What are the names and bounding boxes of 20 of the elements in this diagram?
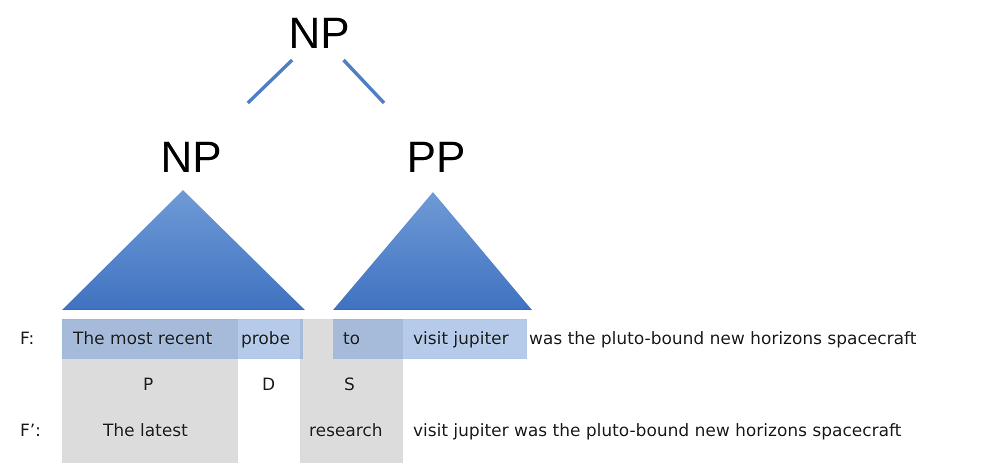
category-label: NP: [158, 136, 224, 180]
category-label: NP: [288, 12, 350, 56]
row-label: F’:: [20, 420, 41, 442]
tree-branch-line: [342, 58, 386, 104]
subtree-triangle: [62, 190, 305, 310]
phrase-text: was the pluto-bound new horizons spacecraft: [529, 328, 916, 350]
category-label: PP: [404, 136, 468, 180]
tag-label: P: [143, 374, 154, 396]
phrase-text: The latest: [103, 420, 188, 442]
tag-label: S: [344, 374, 355, 396]
phrase-text: probe: [241, 328, 290, 350]
sentence-text: visit jupiter was the pluto-bound new horizons spacecraft: [413, 420, 902, 442]
phrase-text: The most recent: [73, 328, 212, 350]
phrase-text: to: [343, 328, 360, 350]
row-label: F:: [20, 328, 34, 350]
subtree-triangle: [333, 192, 532, 310]
tree-branch-line: [246, 58, 294, 104]
tag-label: D: [262, 374, 276, 396]
phrase-text: research: [309, 420, 383, 442]
phrase-text: visit jupiter: [413, 328, 509, 350]
